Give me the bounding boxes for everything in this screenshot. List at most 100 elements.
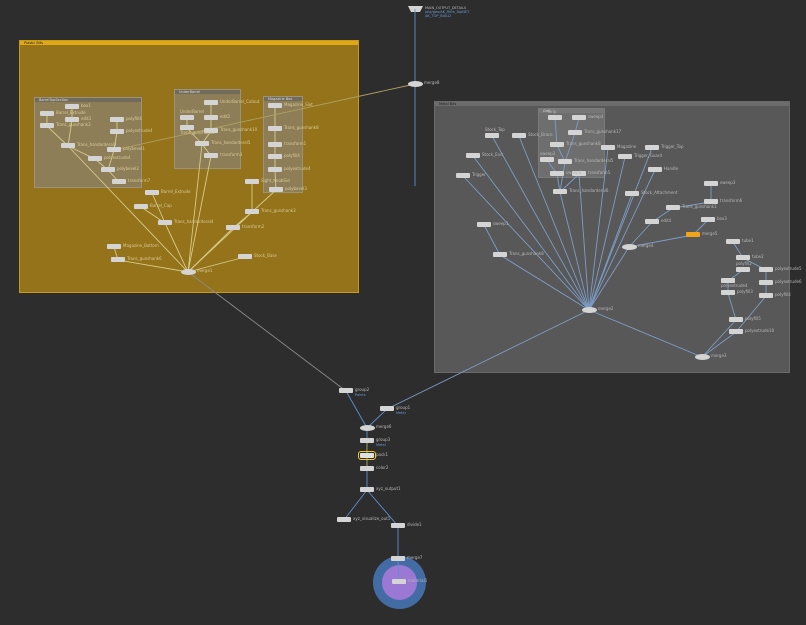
- node-sweep4[interactable]: sweep4: [550, 170, 581, 176]
- node-polyfill2[interactable]: polyfill2: [736, 261, 752, 272]
- node-trigger-top[interactable]: Trigger_Top: [645, 144, 684, 150]
- node-merge4[interactable]: merge4: [622, 243, 653, 250]
- node-edit4[interactable]: edit4: [645, 218, 671, 224]
- node-barrel-extrude[interactable]: Barrel_Extrude: [40, 110, 86, 116]
- node-polyextrude4[interactable]: polyextrude4: [268, 166, 311, 172]
- node-polyfill4[interactable]: polyfill4: [759, 292, 791, 298]
- info-line: /obj/geo/AK_Rifle_TopNET: [425, 10, 470, 14]
- node-polyextrude4[interactable]: polyextrude4: [721, 278, 748, 288]
- node-edit2[interactable]: edit2: [204, 114, 230, 120]
- node-sweep1[interactable]: sweep1: [477, 221, 508, 227]
- node-merge8[interactable]: merge8: [408, 80, 439, 87]
- wire: [588, 246, 630, 311]
- node-box1[interactable]: box1: [65, 103, 91, 109]
- box-title: Magazine Box: [264, 97, 302, 101]
- box-title: UnderBarrel: [175, 90, 240, 94]
- object-merge-node[interactable]: [408, 6, 423, 12]
- node-sweep3[interactable]: sweep3: [704, 180, 735, 186]
- node-sweep4[interactable]: sweep4: [572, 114, 603, 120]
- wire: [564, 132, 576, 163]
- node-magazine-bottom[interactable]: Magazine_Bottom: [107, 243, 159, 249]
- node-magazine[interactable]: Magazine: [601, 144, 636, 150]
- node-tube2[interactable]: tube2: [736, 254, 764, 260]
- node-stock-end[interactable]: Stock_End: [466, 152, 503, 158]
- node-trigger-guard[interactable]: Trigger_Guard: [618, 153, 662, 159]
- node-stock-base[interactable]: Stock_Base: [238, 253, 277, 259]
- node-polybevel3[interactable]: polybevel3: [269, 186, 307, 192]
- node-polyextrude10[interactable]: polyextrude10: [729, 328, 774, 334]
- node-xyz-visualize-out1[interactable]: xyz_visualize_out1: [337, 516, 390, 522]
- node-merge1[interactable]: merge1: [181, 268, 212, 275]
- node-barrel-cap[interactable]: Barrel_Cap: [134, 203, 172, 209]
- node-polyfill5[interactable]: polyfill5: [729, 316, 761, 322]
- node-transform2[interactable]: transform2: [226, 224, 264, 230]
- node-merge5[interactable]: merge5: [686, 231, 717, 237]
- node-trans-gunshank3[interactable]: Trans_gunshank3: [180, 125, 215, 135]
- node-transform5[interactable]: transform5: [572, 170, 610, 176]
- node-trans-gunshank8[interactable]: Trans_gunshank8: [550, 141, 601, 147]
- node-merge2[interactable]: merge2: [582, 306, 613, 313]
- node-trans-handarderal3[interactable]: Trans_handarderal3: [61, 142, 116, 148]
- node-trans-gunshank3[interactable]: Trans_gunshank3: [40, 122, 91, 128]
- node-divide1[interactable]: divide1: [391, 522, 422, 528]
- node-transform7[interactable]: transform7: [112, 178, 150, 184]
- info-line: AK_TOP_BUILD: [425, 14, 451, 18]
- node-label: transform3: [220, 152, 243, 157]
- node-stock-top[interactable]: Stock_Top: [485, 127, 505, 138]
- node-xyz-output1[interactable]: xyz_output1: [360, 486, 401, 492]
- node-edit3[interactable]: edit3: [65, 116, 91, 122]
- node-label: polyextrude4: [126, 128, 153, 133]
- node-polybevel1[interactable]: polybevel1: [107, 146, 145, 152]
- node-sweep2[interactable]: sweep2: [540, 151, 555, 162]
- node-merge3[interactable]: merge3: [695, 353, 726, 360]
- node-label: group2: [355, 387, 370, 392]
- node-polybevel2[interactable]: polybevel2: [101, 166, 139, 172]
- node-polyextrude4[interactable]: polyextrude4: [110, 128, 153, 134]
- node-trans-gunshank1[interactable]: Trans_gunshank1: [666, 204, 717, 210]
- node-underbarrel-cutout[interactable]: UnderBarrel_Cutout: [204, 99, 259, 105]
- node-group-label: Metal: [376, 443, 386, 447]
- node-transform6[interactable]: transform6: [704, 198, 742, 204]
- node-polyfill4[interactable]: polyfill4: [268, 153, 300, 159]
- node-label: transform1: [284, 141, 307, 146]
- node-trans-handarderal6[interactable]: Trans_handarderal6: [553, 188, 608, 194]
- node-label: polyextrude6: [775, 279, 802, 284]
- node-color2[interactable]: color2: [360, 465, 388, 471]
- node-sight-knobsid[interactable]: Sight_KnobSid: [245, 178, 290, 184]
- node-transform1[interactable]: transform1: [268, 141, 306, 147]
- node-trigger[interactable]: Trigger: [456, 172, 486, 178]
- node-tube1[interactable]: tube1: [726, 238, 754, 244]
- node-trans-gunshank3[interactable]: Trans_gunshank3: [245, 208, 296, 214]
- node-transform3[interactable]: transform3: [204, 152, 242, 158]
- node-pack1[interactable]: pack1: [358, 451, 388, 460]
- node-label: Handle: [664, 166, 679, 171]
- node-box3[interactable]: box3: [701, 216, 727, 222]
- node-magazine-slot[interactable]: Magazine_Slot: [268, 102, 313, 108]
- node-polyextrude6[interactable]: polyextrude6: [759, 279, 802, 285]
- node-trans-handarderal4[interactable]: Trans_handarderal4: [158, 219, 213, 225]
- node-trans-handarderal5[interactable]: Trans_handarderal5: [558, 158, 613, 164]
- node-polyfill3[interactable]: polyfill3: [721, 289, 753, 295]
- node-barrel-extrude[interactable]: Barrel_Extrude: [145, 189, 191, 195]
- node-polyextrude5[interactable]: polyextrude5: [759, 266, 802, 272]
- node-polyfill4[interactable]: polyfill4: [110, 116, 142, 122]
- node-underbarrel[interactable]: UnderBarrel: [180, 109, 204, 120]
- node-stock-attachment[interactable]: Stock_Attachment: [625, 190, 678, 196]
- node-trans-gunshank8[interactable]: Trans_gunshank8: [268, 125, 319, 131]
- node-stock-brace[interactable]: Stock_Brace: [512, 132, 553, 138]
- node-trans-gunshank10[interactable]: Trans_gunshank10: [204, 127, 257, 133]
- node-merge7[interactable]: merge7: [391, 555, 422, 561]
- node-grip[interactable]: Grip: [548, 109, 562, 120]
- node-material1[interactable]: material1: [392, 578, 427, 584]
- node-trans-gunshank8[interactable]: Trans_gunshank8: [493, 251, 544, 257]
- node-trans-handarderal5[interactable]: Trans_handarderal5: [195, 140, 250, 146]
- node-trans-gunshank17[interactable]: Trans_gunshank17: [568, 129, 621, 135]
- node-polyextrude4[interactable]: polyextrude4: [88, 155, 131, 161]
- node-merge6[interactable]: merge6: [360, 424, 391, 431]
- node-handle[interactable]: Handle: [648, 166, 678, 172]
- node-label: sweep4: [566, 170, 582, 175]
- node-trans-gunshank6[interactable]: Trans_gunshank6: [111, 256, 162, 262]
